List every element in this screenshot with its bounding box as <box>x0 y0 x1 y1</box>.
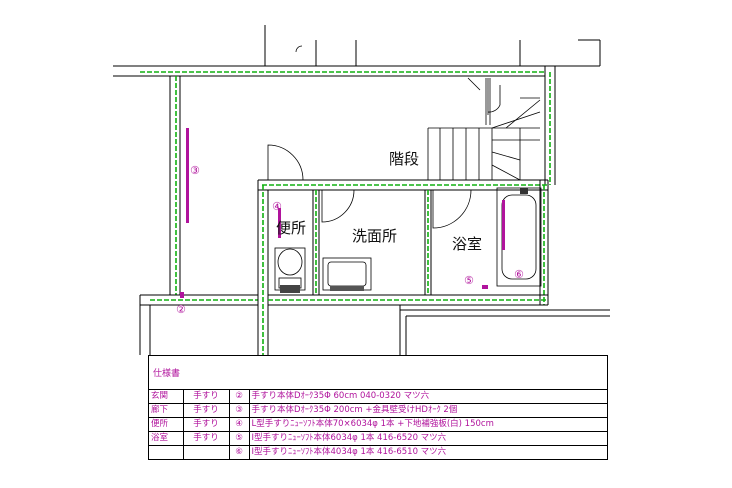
spec-item: 手すり <box>183 389 230 404</box>
spec-item: 手すり <box>183 431 230 446</box>
room-label-stairs: 階段 <box>389 150 419 168</box>
table-row: 便所 手すり ④ L型手すりﾆｭｰｿﾌﾄ本体70×6034φ 1本 +下地補強板… <box>149 417 607 432</box>
spec-description: L型手すりﾆｭｰｿﾌﾄ本体70×6034φ 1本 +下地補強板(白) 150cm <box>249 417 607 432</box>
spec-number: ③ <box>229 403 250 418</box>
handrails <box>180 128 505 298</box>
spec-number: ⑥ <box>229 445 250 459</box>
doors <box>267 144 472 229</box>
room-label-bathroom: 浴室 <box>452 235 482 253</box>
table-row: 廊下 手すり ③ 手すり本体Dｵｰｸ35Φ 200cm +金具壁受けHDｵｰｸ … <box>149 403 607 418</box>
spec-description: 手すり本体Dｵｰｸ35Φ 200cm +金具壁受けHDｵｰｸ 2個 <box>249 403 607 418</box>
spec-item <box>183 445 230 459</box>
toilet-fixture <box>274 247 306 293</box>
marker-2: ② <box>176 303 186 316</box>
table-row: 浴室 手すり ⑤ I型手すりﾆｭｰｿﾌﾄ本体6034φ 1本 416-6520 … <box>149 431 607 446</box>
spec-title: 仕様書 <box>153 369 181 379</box>
spec-number: ② <box>229 389 250 404</box>
washbasin-fixture <box>322 257 372 291</box>
spec-item: 手すり <box>183 403 230 418</box>
stair-area <box>427 65 560 185</box>
marker-6: ⑥ <box>514 268 524 281</box>
marker-5: ⑤ <box>464 274 474 287</box>
spec-location: 浴室 <box>149 431 184 446</box>
hallway-walls <box>139 76 258 355</box>
spec-description: 手すり本体Dｵｰｸ35Φ 60cm 040-0320 マツ六 <box>249 389 607 404</box>
spec-number: ④ <box>229 417 250 432</box>
spec-description: I型手すりﾆｭｰｿﾌﾄ本体4034φ 1本 416-6510 マツ六 <box>249 445 607 459</box>
spec-location <box>149 445 184 459</box>
spec-number: ⑤ <box>229 431 250 446</box>
room-label-toilet: 便所 <box>276 219 306 237</box>
spec-location: 廊下 <box>149 403 184 418</box>
table-row: ⑥ I型手すりﾆｭｰｿﾌﾄ本体4034φ 1本 416-6510 マツ六 <box>149 445 607 459</box>
spec-location: 便所 <box>149 417 184 432</box>
marker-4: ④ <box>272 200 282 213</box>
exterior-wall-top <box>113 25 601 77</box>
wet-area-walls <box>257 179 610 355</box>
marker-3: ③ <box>190 164 200 177</box>
table-row: 玄関 手すり ② 手すり本体Dｵｰｸ35Φ 60cm 040-0320 マツ六 <box>149 389 607 404</box>
spec-sheet: 仕様書 玄関 手すり ② 手すり本体Dｵｰｸ35Φ 60cm 040-0320 … <box>148 355 608 460</box>
room-label-washroom: 洗面所 <box>352 227 397 245</box>
spec-location: 玄関 <box>149 389 184 404</box>
spec-item: 手すり <box>183 417 230 432</box>
spec-table: 玄関 手すり ② 手すり本体Dｵｰｸ35Φ 60cm 040-0320 マツ六 … <box>149 389 607 459</box>
spec-description: I型手すりﾆｭｰｿﾌﾄ本体6034φ 1本 416-6520 マツ六 <box>249 431 607 446</box>
